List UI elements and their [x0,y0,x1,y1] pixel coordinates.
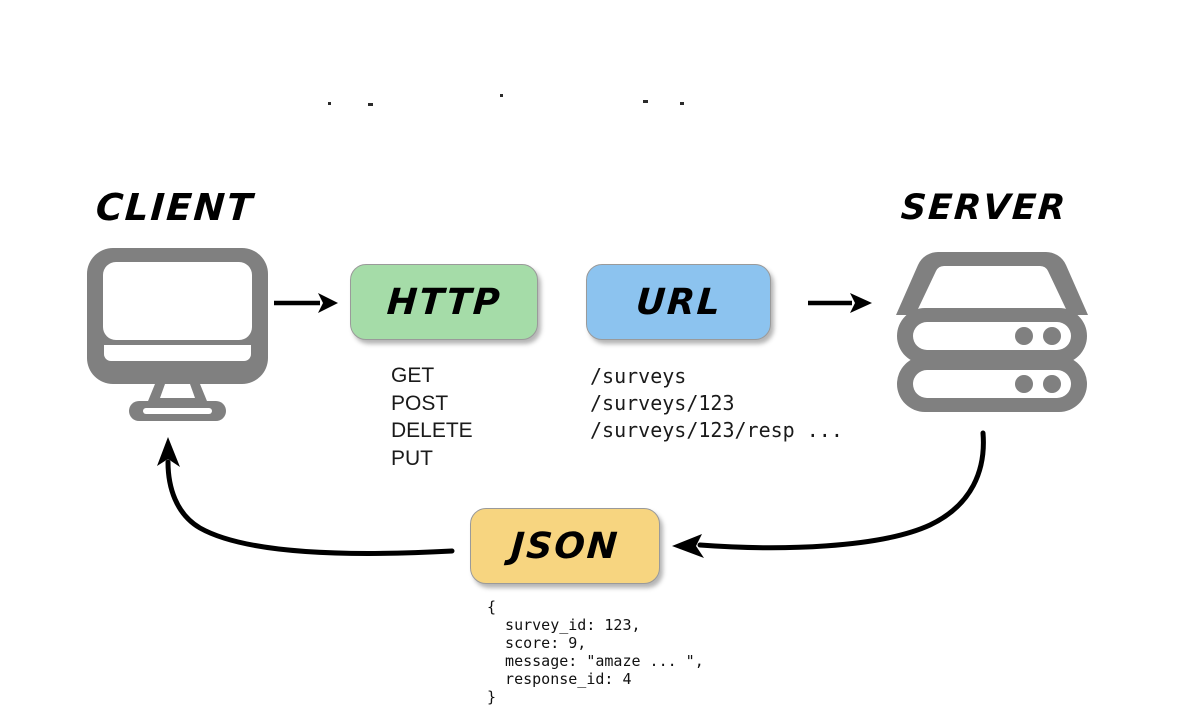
http-methods-list: GET POST DELETE PUT [391,364,473,470]
http-box-label: HTTP [385,281,503,323]
url-box-label: URL [634,281,723,323]
server-title: SERVER [899,188,1069,228]
http-box[interactable]: HTTP [350,264,538,340]
desktop-monitor-icon [87,248,268,421]
json-payload-code: { survey_id: 123, score: 9, message: "am… [487,598,704,706]
url-box[interactable]: URL [586,264,771,340]
url-examples-list: /surveys /surveys/123 /surveys/123/resp … [590,364,843,442]
scan-speck-group [328,94,684,106]
server-led [1043,375,1061,393]
client-title: CLIENT [94,186,256,229]
server-led [1015,375,1033,393]
json-box[interactable]: JSON [470,508,660,584]
json-box-label: JSON [509,525,621,567]
arrow-url-to-server [808,293,872,313]
server-rack-icon [896,252,1088,412]
arrow-client-to-http [274,293,338,313]
server-led [1015,327,1033,345]
arrow-server-to-json [672,430,986,558]
server-led [1043,327,1061,345]
